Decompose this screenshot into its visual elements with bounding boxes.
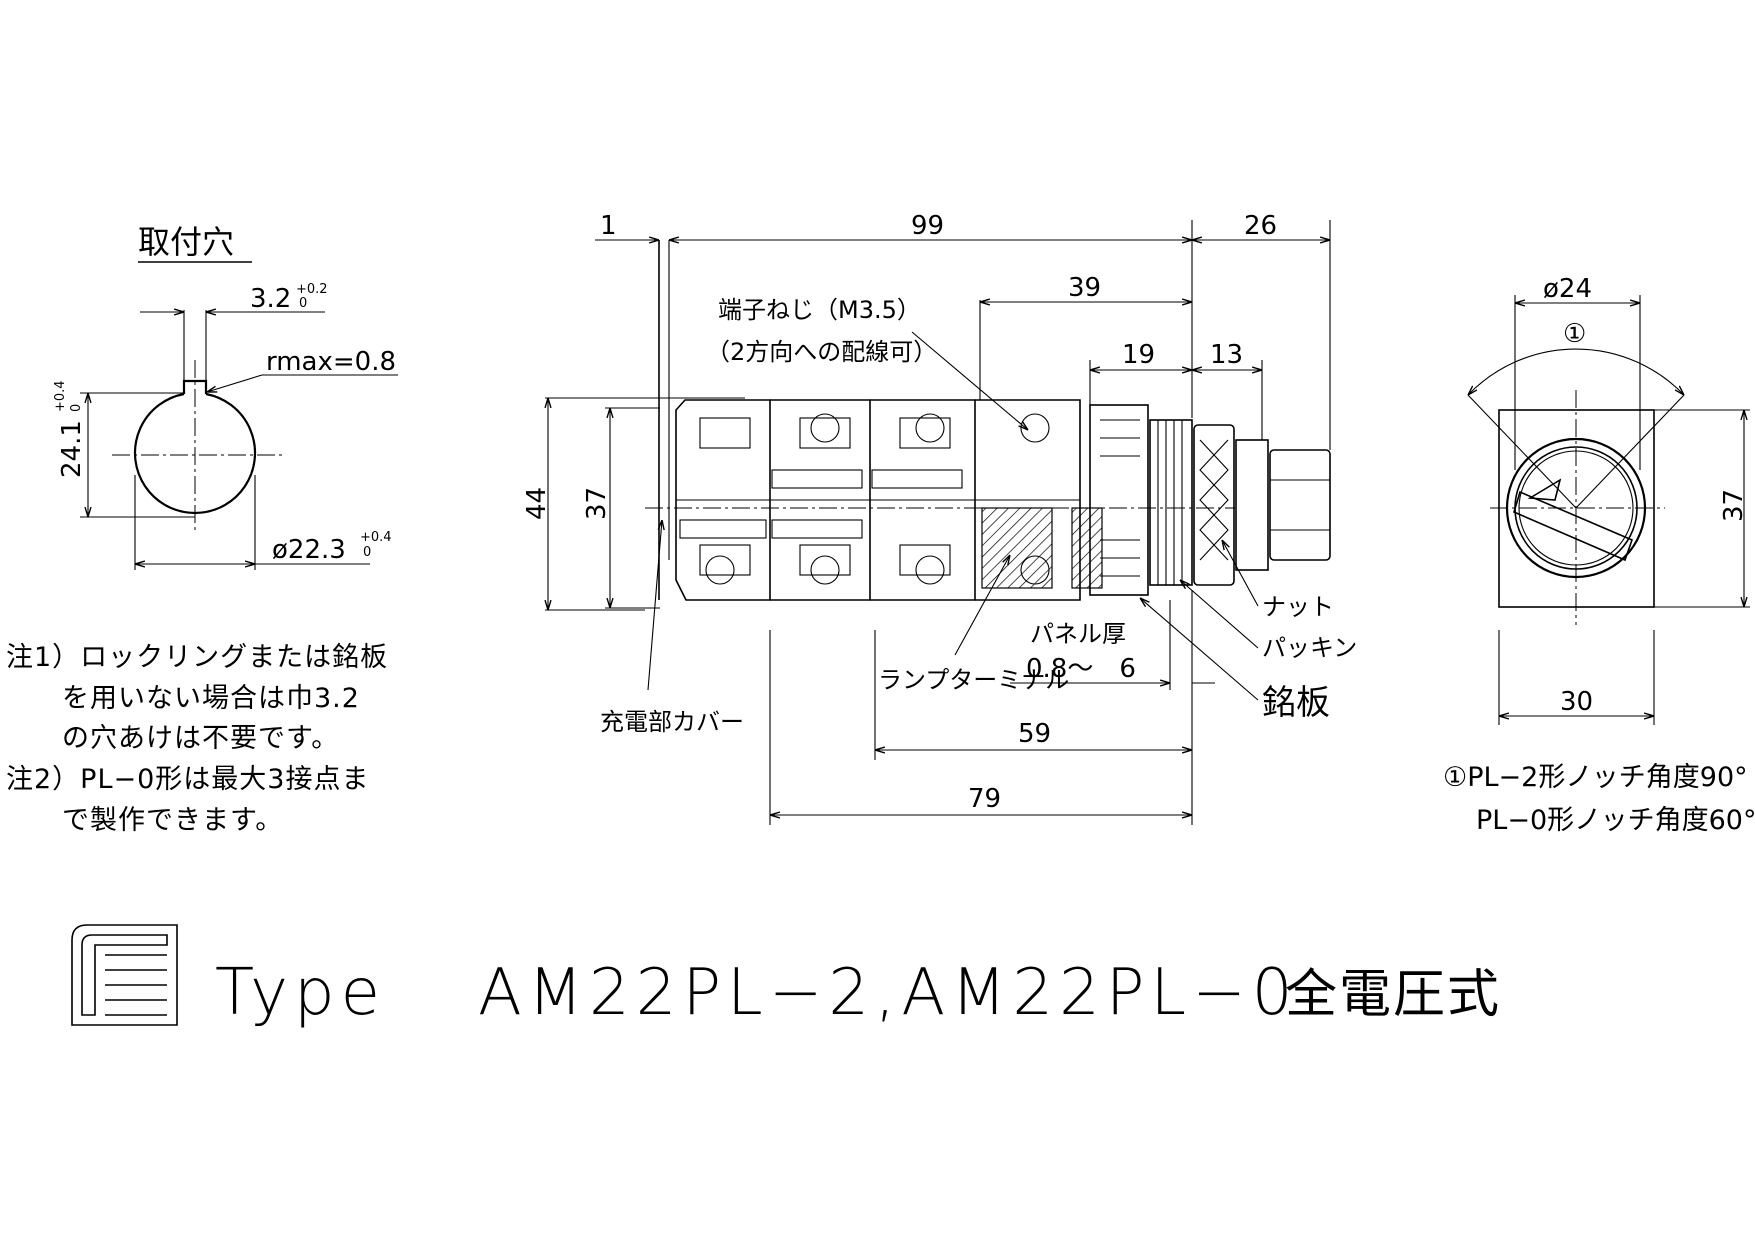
title-type-word: Type [215, 956, 386, 1030]
dim-44-value: 44 [522, 487, 552, 520]
terminal-window [899, 417, 951, 449]
lamp-terminal-label: ランプターミナル [878, 666, 1069, 694]
key-width-tol: +0.2 [296, 282, 328, 297]
nameplate-label: 銘板 [1262, 683, 1330, 723]
notch-ray-left [1467, 394, 1577, 509]
panel-thickness-label: パネル厚 [1030, 620, 1126, 648]
packing-label: パッキン [1262, 634, 1357, 662]
dim-19-value: 19 [1122, 340, 1155, 370]
note-line: で製作できます。 [6, 805, 283, 836]
nut-knurl [1199, 439, 1229, 561]
panel-thread [1149, 419, 1193, 586]
terminal-screw-label: 端子ねじ（M3.5） [718, 296, 921, 324]
notes-block: 注1）ロックリングまたは銘板 を用いない場合は巾3.2 の穴あけは不要です。 注… [6, 642, 388, 836]
selector-arrow [1527, 478, 1562, 501]
title-models: AM22PL−2,AM22PL−0 [478, 956, 1298, 1030]
dia-value: ø22.3 [272, 535, 346, 565]
selector-handle [1513, 490, 1634, 562]
notch-note: ①PL−2形ノッチ角度90° [1443, 762, 1748, 793]
terminal-screw-label-2: （2方向への配線可） [706, 338, 937, 366]
lamp-terminal-section [981, 507, 1053, 589]
dim-26-value: 26 [1244, 211, 1277, 241]
nut-knurl [1199, 439, 1229, 561]
height-tol-low: 0 [69, 404, 84, 412]
side-view: 1 99 26 39 19 13 44 37 0.8〜 6 パネル厚 59 [522, 211, 1357, 825]
nut-label: ナット [1262, 593, 1334, 621]
notch-angle-arc [1468, 348, 1684, 395]
terminal-slot [771, 469, 863, 489]
dim-79-value: 79 [968, 784, 1001, 814]
key-width-value: 3.2 [250, 284, 291, 314]
nut [1193, 424, 1235, 586]
brand-logo-icon [71, 924, 178, 1026]
terminal-screw [810, 555, 840, 585]
terminal-screw-leader [911, 331, 1028, 430]
contact-block-stack [675, 399, 1103, 601]
key-width-tol-low: 0 [299, 296, 307, 311]
rmax-leader [207, 374, 263, 392]
packing-leader [1180, 580, 1259, 649]
dia-tol: +0.4 [360, 530, 392, 545]
nameplate-leader [1140, 598, 1259, 701]
terminal-window [699, 544, 751, 576]
notch-ray-right [1575, 394, 1685, 509]
front-view: ① ø24 37 30 ①PL−2形ノッチ角度90° PL−0形ノッチ角度60° [1443, 274, 1755, 836]
front-height-value: 37 [1719, 489, 1749, 522]
mounting-hole-heading: 取付穴 [138, 223, 234, 261]
bezel [1235, 439, 1269, 571]
terminal-window [899, 544, 951, 576]
adapter-section [1071, 507, 1103, 589]
dim-59-value: 59 [1018, 719, 1051, 749]
dim-1-value: 1 [600, 211, 617, 241]
adapter-housing [1089, 404, 1149, 596]
nut-leader [1222, 540, 1259, 607]
dim-13-value: 13 [1210, 340, 1243, 370]
terminal-slot [771, 519, 863, 539]
notch-marker: ① [1563, 319, 1586, 349]
dia-tol-low: 0 [363, 545, 371, 560]
note-line: の穴あけは不要です。 [6, 723, 339, 754]
terminal-slot [679, 519, 767, 539]
terminal-slot [871, 469, 963, 489]
operator-assembly [1089, 404, 1331, 596]
front-dia-value: ø24 [1543, 274, 1592, 304]
note-line: を用いない場合は巾3.2 [6, 683, 360, 714]
height-value: 24.1 [57, 420, 87, 478]
height-tol: +0.4 [53, 380, 68, 412]
notch-note: PL−0形ノッチ角度60° [1476, 805, 1755, 836]
note-line: 注1）ロックリングまたは銘板 [6, 642, 388, 673]
dim-37-value: 37 [582, 487, 612, 520]
terminal-window [799, 544, 851, 576]
lamp-terminal-leader [954, 555, 1010, 656]
rmax-label: rmax=0.8 [266, 347, 396, 377]
mounting-hole-view: 取付穴 3.2 +0.2 0 rmax=0.8 24.1 +0.4 0 [53, 223, 398, 570]
terminal-screw [915, 555, 945, 585]
live-cover-leader [647, 520, 662, 691]
terminal-window [799, 417, 851, 449]
terminal-screw [810, 413, 840, 443]
note-line: 注2）PL−0形は最大3接点ま [6, 764, 369, 795]
terminal-screw [915, 413, 945, 443]
terminal-window [699, 417, 751, 449]
title-block: Type AM22PL−2,AM22PL−0 全電圧式 [71, 924, 1501, 1030]
selector-knob [1269, 449, 1331, 561]
terminal-screw [705, 555, 735, 585]
live-cover-label: 充電部カバー [600, 708, 744, 736]
dim-99-value: 99 [911, 211, 944, 241]
panel-range-value: 0.8〜 6 [1026, 654, 1136, 684]
dim-39-value: 39 [1068, 273, 1101, 303]
front-width-value: 30 [1560, 687, 1593, 717]
title-suffix: 全電圧式 [1285, 965, 1501, 1025]
